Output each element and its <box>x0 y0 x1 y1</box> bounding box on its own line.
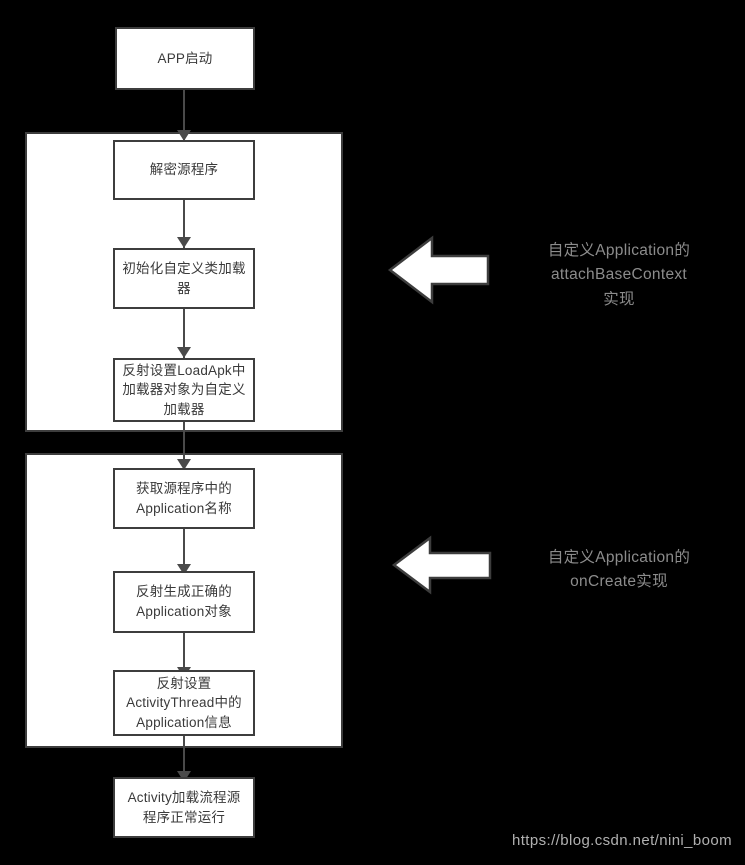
connector-init-to-reflect-loadapk <box>183 309 185 358</box>
connector-app-start-to-decrypt <box>183 90 185 141</box>
node-activity-load[interactable]: Activity加载流程源 程序正常运行 <box>113 777 255 838</box>
connector-get-name-to-create-app <box>183 529 185 575</box>
annotation-on-create: 自定义Application的 onCreate实现 <box>547 549 691 591</box>
node-app-start[interactable]: APP启动 <box>115 27 255 90</box>
connector-decrypt-to-init <box>183 200 185 248</box>
arrowhead-to-create-app <box>177 564 191 575</box>
node-reflect-create-application[interactable]: 反射生成正确的 Application对象 <box>113 571 255 633</box>
callout-arrow-on-create <box>391 535 492 595</box>
connector-reflect-loadapk-to-get-name <box>183 422 185 472</box>
node-get-application-name[interactable]: 获取源程序中的 Application名称 <box>113 468 255 529</box>
callout-arrow-attach-base-context <box>387 235 490 305</box>
node-reflect-loadapk[interactable]: 反射设置LoadApk中 加载器对象为自定义 加载器 <box>113 358 255 422</box>
arrowhead-to-activity-load <box>177 771 191 782</box>
connector-create-app-to-activitythread <box>183 633 185 678</box>
arrowhead-to-init <box>177 237 191 248</box>
arrowhead-to-get-name <box>177 459 191 470</box>
annotation-attach-base-context: 自定义Application的 attachBaseContext 实现 <box>547 242 691 308</box>
arrowhead-to-reflect-loadapk <box>177 347 191 358</box>
node-reflect-activitythread[interactable]: 反射设置 ActivityThread中的 Application信息 <box>113 670 255 736</box>
connector-activitythread-to-activity-load <box>183 736 185 782</box>
node-init-classloader[interactable]: 初始化自定义类加载 器 <box>113 248 255 309</box>
arrowhead-to-decrypt <box>177 130 191 141</box>
node-decrypt-source[interactable]: 解密源程序 <box>113 140 255 200</box>
watermark-url: https://blog.csdn.net/nini_boom <box>512 832 733 849</box>
